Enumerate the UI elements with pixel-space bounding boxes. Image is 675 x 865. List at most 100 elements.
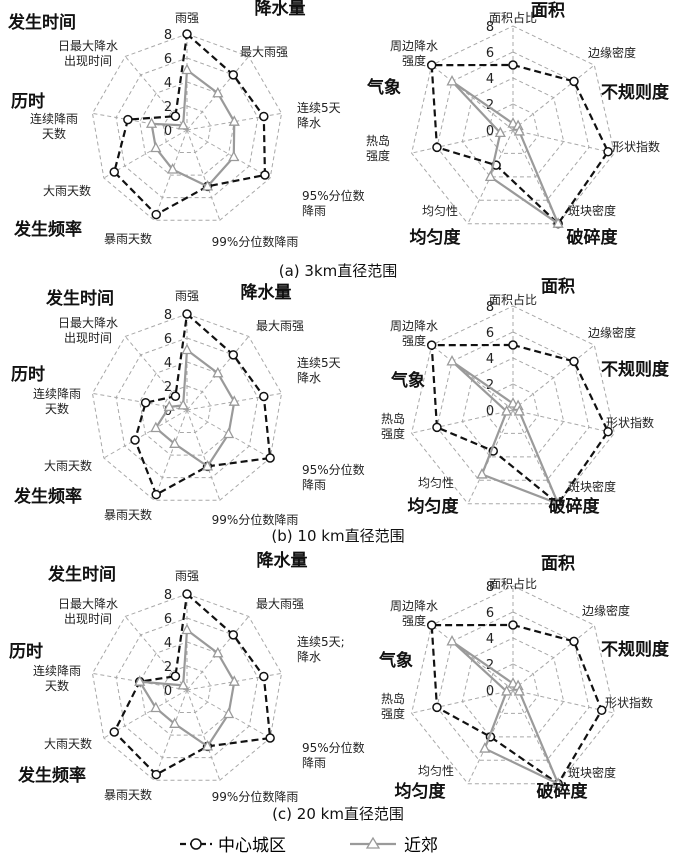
data-point-center bbox=[228, 350, 239, 360]
axis-spoke bbox=[467, 409, 514, 504]
axis-spoke bbox=[153, 409, 188, 501]
tick-label: 0 bbox=[164, 124, 172, 139]
data-point-center bbox=[140, 397, 151, 408]
data-point-center bbox=[182, 309, 192, 319]
grid-ring bbox=[436, 611, 590, 761]
group-label: 面积 bbox=[531, 1, 565, 21]
group-label: 破碎度 bbox=[567, 227, 619, 248]
tick-label: 4 bbox=[486, 632, 494, 647]
axis-spoke bbox=[512, 129, 615, 154]
axis-label: 连续降雨天数 bbox=[33, 386, 81, 416]
tick-label: 6 bbox=[164, 52, 172, 67]
data-point-suburb bbox=[507, 677, 519, 688]
panel-caption: (b) 10 km直径范围 bbox=[271, 527, 404, 545]
tick-label: 8 bbox=[164, 588, 172, 603]
data-point-suburb bbox=[181, 63, 193, 75]
radar-chart-2: 02468面积占比边缘密度形状指数斑块密度均匀性热岛强度周边降水强度面积不规则度… bbox=[366, 1, 670, 248]
axis-label: 形状指数 bbox=[605, 695, 653, 710]
axis-label: 日最大降水出现时间 bbox=[58, 39, 118, 68]
data-point-center bbox=[603, 426, 613, 437]
data-point-suburb bbox=[169, 437, 181, 448]
axis-spoke bbox=[153, 689, 188, 781]
axis-label: 暴雨天数 bbox=[104, 231, 152, 246]
data-point-suburb bbox=[222, 707, 235, 719]
axis-label: 热岛强度 bbox=[381, 411, 405, 441]
data-point-suburb bbox=[228, 150, 240, 162]
axis-spoke bbox=[186, 336, 250, 411]
group-label: 均匀度 bbox=[395, 781, 447, 802]
tick-label: 2 bbox=[486, 98, 494, 113]
grid-ring bbox=[162, 105, 212, 154]
group-label: 面积 bbox=[541, 277, 575, 297]
series-line-suburb bbox=[451, 80, 561, 227]
axis-spoke bbox=[186, 409, 221, 501]
axis-spoke bbox=[411, 409, 514, 434]
axis-spoke bbox=[431, 64, 514, 131]
axis-label: 95%分位数降雨 bbox=[302, 740, 365, 770]
tick-label: 0 bbox=[486, 124, 494, 139]
data-point-center bbox=[432, 422, 442, 433]
legend-label-center: 中心城区 bbox=[218, 836, 286, 856]
data-point-suburb bbox=[552, 777, 564, 788]
tick-label: 4 bbox=[164, 356, 172, 371]
data-point-suburb bbox=[212, 646, 224, 658]
tick-label: 8 bbox=[164, 308, 172, 323]
data-point-center bbox=[265, 453, 275, 463]
group-label: 均匀度 bbox=[408, 496, 460, 517]
data-point-suburb bbox=[177, 399, 189, 410]
group-label: 气象 bbox=[390, 370, 425, 391]
axis-spoke bbox=[512, 344, 595, 411]
series-line-center bbox=[133, 311, 272, 497]
group-label: 发生频率 bbox=[17, 765, 86, 786]
axis-spoke bbox=[512, 409, 615, 434]
radar-chart-4: 02468面积占比边缘密度形状指数斑块密度均匀性热岛强度周边降水强度面积不规则度… bbox=[381, 277, 670, 517]
group-label: 不规则度 bbox=[601, 359, 670, 380]
grid-ring bbox=[487, 663, 539, 714]
axis-spoke bbox=[186, 409, 271, 459]
axis-label: 边缘密度 bbox=[588, 325, 636, 340]
data-point-suburb bbox=[181, 623, 193, 635]
axis-spoke bbox=[431, 344, 514, 411]
grid-ring bbox=[162, 385, 212, 434]
series-line-suburb bbox=[451, 640, 561, 786]
radar-chart-5: 02468雨强最大雨强连续5天;降水95%分位数降雨99%分位数降雨暴雨天数大雨… bbox=[9, 550, 404, 823]
group-label: 面积 bbox=[541, 554, 575, 574]
data-point-center bbox=[228, 630, 239, 640]
axis-spoke bbox=[186, 689, 271, 739]
axis-label: 最大雨强 bbox=[256, 319, 304, 333]
data-point-center bbox=[182, 589, 192, 599]
data-point-suburb bbox=[201, 459, 214, 471]
data-point-suburb bbox=[446, 354, 458, 366]
data-point-suburb bbox=[167, 163, 179, 174]
axis-label: 连续5天;降水 bbox=[297, 634, 345, 664]
grid-ring bbox=[487, 103, 539, 154]
grid-ring bbox=[115, 57, 259, 199]
axis-label: 形状指数 bbox=[612, 139, 660, 154]
axis-label: 面积占比 bbox=[489, 576, 537, 591]
axis-label: 日最大降水出现时间 bbox=[58, 316, 118, 345]
data-point-suburb bbox=[150, 701, 162, 713]
axis-spoke bbox=[186, 616, 250, 691]
axis-label: 边缘密度 bbox=[588, 45, 636, 60]
data-point-suburb bbox=[513, 405, 525, 416]
axis-label: 雨强 bbox=[175, 11, 199, 25]
axis-label: 最大雨强 bbox=[256, 597, 304, 611]
data-point-suburb bbox=[134, 675, 146, 686]
axis-label: 面积占比 bbox=[489, 292, 537, 307]
grid-ring bbox=[411, 585, 615, 785]
axis-spoke bbox=[512, 64, 595, 131]
axis-label: 暴雨天数 bbox=[104, 507, 152, 522]
group-label: 降水量 bbox=[241, 282, 292, 303]
group-label: 历时 bbox=[9, 642, 43, 662]
axis-label: 暴雨天数 bbox=[104, 787, 152, 802]
grid-ring bbox=[115, 337, 259, 479]
axis-spoke bbox=[431, 624, 514, 691]
data-point-suburb bbox=[228, 395, 240, 406]
data-point-center bbox=[426, 340, 437, 350]
tick-label: 6 bbox=[486, 46, 494, 61]
data-point-suburb bbox=[201, 179, 214, 191]
axis-spoke bbox=[92, 112, 188, 131]
axis-label: 日最大降水出现时间 bbox=[58, 597, 118, 626]
axis-label: 99%分位数降雨 bbox=[212, 234, 299, 249]
data-point-center bbox=[259, 671, 269, 682]
